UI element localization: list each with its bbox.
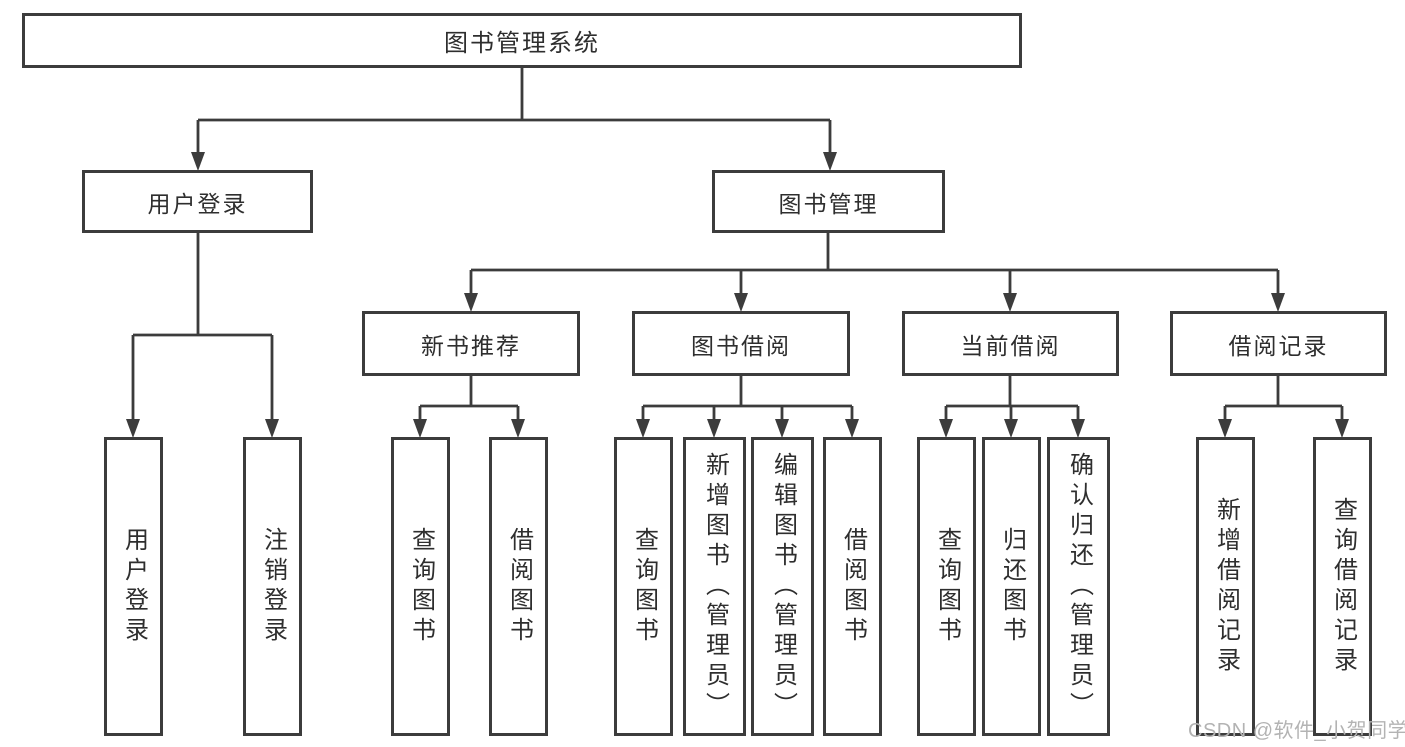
node-label: 归还图书 <box>998 526 1026 647</box>
arrowhead-icon <box>511 419 525 438</box>
node-label: 当前借阅 <box>960 332 1061 359</box>
leaf-query-borrow-record: 查询借阅记录 <box>1313 437 1372 736</box>
watermark: CSDN @软件_小贺同学 <box>1188 720 1405 742</box>
arrowhead-icon <box>1335 419 1349 438</box>
node-label: 确认归还（管理员） <box>1065 451 1093 722</box>
leaf-borrow-books: 借阅图书 <box>489 437 548 736</box>
connector-borrow-records <box>1223 376 1344 422</box>
leaf-add-borrow-record: 新增借阅记录 <box>1196 437 1255 736</box>
arrowhead-icon <box>707 419 721 438</box>
leaf-query-books: 查询图书 <box>391 437 450 736</box>
arrowhead-icon <box>1271 293 1285 312</box>
arrowhead-icon <box>734 293 748 312</box>
leaf-edit-book-admin: 编辑图书（管理员） <box>751 437 814 736</box>
arrowhead-icon <box>1003 293 1017 312</box>
node-book-borrowing: 图书借阅 <box>632 311 850 376</box>
node-label: 查询图书 <box>407 526 435 647</box>
arrowhead-icon <box>939 419 953 438</box>
node-borrowing-records: 借阅记录 <box>1170 311 1387 376</box>
node-library-system: 图书管理系统 <box>22 13 1022 68</box>
node-label: 查询图书 <box>933 526 961 647</box>
leaf-query-books: 查询图书 <box>614 437 673 736</box>
arrowhead-icon <box>265 419 279 438</box>
connector-new-book <box>418 376 520 422</box>
connector-root <box>196 67 832 156</box>
arrowhead-icon <box>413 419 427 438</box>
leaf-query-books: 查询图书 <box>917 437 976 736</box>
leaf-confirm-return-admin: 确认归还（管理员） <box>1047 437 1110 736</box>
node-label: 借阅图书 <box>505 526 533 647</box>
node-label: 图书借阅 <box>691 332 791 359</box>
leaf-logout: 注销登录 <box>243 437 302 736</box>
node-label: 用户登录 <box>120 526 148 647</box>
node-label: 查询借阅记录 <box>1329 496 1357 677</box>
arrowhead-icon <box>191 152 205 171</box>
connector-book-management <box>469 233 1280 296</box>
node-label: 注销登录 <box>259 526 287 647</box>
node-label: 借阅图书 <box>839 526 867 647</box>
leaf-return-books: 归还图书 <box>982 437 1041 736</box>
node-new-book-recommendation: 新书推荐 <box>362 311 580 376</box>
node-label: 新书推荐 <box>421 332 521 359</box>
node-label: 编辑图书（管理员） <box>769 451 797 722</box>
node-label: 新增图书（管理员） <box>701 451 729 722</box>
node-label: 图书管理系统 <box>444 30 600 57</box>
node-label: 新增借阅记录 <box>1212 496 1240 677</box>
arrowhead-icon <box>1071 419 1085 438</box>
arrowhead-icon <box>775 419 789 438</box>
node-book-management: 图书管理 <box>712 170 945 233</box>
connector-book-borrow <box>641 376 854 422</box>
leaf-user-login: 用户登录 <box>104 437 163 736</box>
leaf-add-book-admin: 新增图书（管理员） <box>683 437 746 736</box>
connector-current-borrow <box>944 376 1080 422</box>
node-label: 查询图书 <box>630 526 658 647</box>
node-current-borrowing: 当前借阅 <box>902 311 1119 376</box>
arrowhead-icon <box>1218 419 1232 438</box>
arrowhead-icon <box>636 419 650 438</box>
node-label: 借阅记录 <box>1228 332 1329 359</box>
arrowhead-icon <box>126 419 140 438</box>
connector-user-login <box>131 233 274 422</box>
leaf-borrow-books: 借阅图书 <box>823 437 882 736</box>
arrowhead-icon <box>464 293 478 312</box>
node-user-login: 用户登录 <box>82 170 313 233</box>
arrowhead-icon <box>1004 419 1018 438</box>
arrowhead-icon <box>823 152 837 171</box>
node-label: 图书管理 <box>778 190 879 217</box>
node-label: 用户登录 <box>147 190 248 217</box>
arrowhead-icon <box>845 419 859 438</box>
